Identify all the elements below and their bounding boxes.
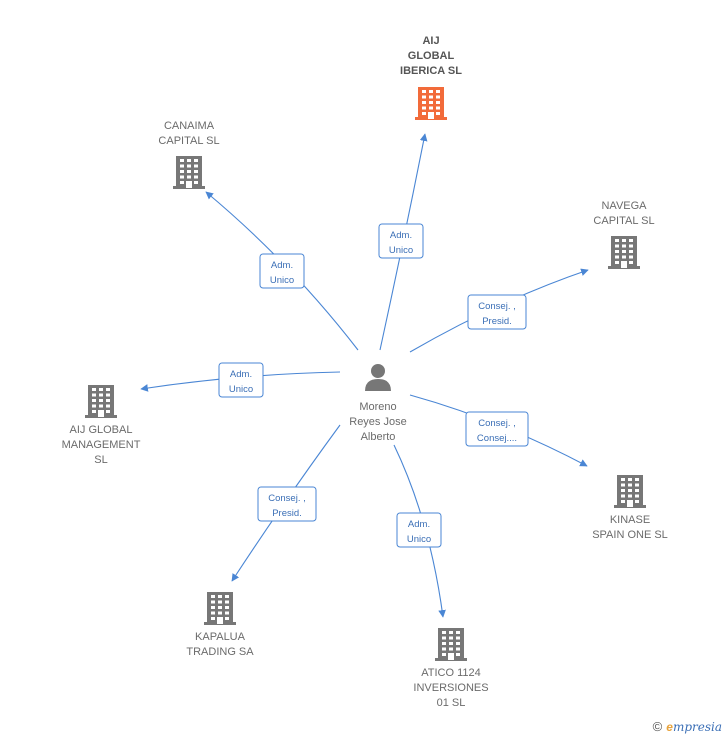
brand-name: mpresia <box>672 720 722 734</box>
relation-label-line: Adm. <box>408 519 430 530</box>
building-icon <box>608 236 640 269</box>
relation-label-line: Unico <box>270 275 294 286</box>
relation-label-line: Unico <box>407 534 431 545</box>
relation-label-kinase-spain-one[interactable]: Consej. , Consej.... <box>465 411 529 447</box>
relation-label-aij-global-iberica[interactable]: Adm. Unico <box>378 223 424 259</box>
relation-label-atico-1124[interactable]: Adm. Unico <box>396 512 442 548</box>
relation-label-canaima-capital[interactable]: Adm. Unico <box>259 253 305 289</box>
company-name-line: CANAIMA <box>164 120 215 132</box>
brand-logo-letter: e <box>666 720 673 734</box>
company-name-line: KAPALUA <box>195 631 246 643</box>
relation-label-line: Adm. <box>230 369 252 380</box>
company-name-line: 01 SL <box>437 697 466 709</box>
relation-label-kapalua-trading[interactable]: Consej. , Presid. <box>257 486 317 522</box>
building-icon <box>614 475 646 508</box>
building-icon <box>173 156 205 189</box>
relation-label-line: Consej. , <box>268 493 306 504</box>
company-name-line: ATICO 1124 <box>421 667 481 679</box>
building-icon <box>415 87 447 120</box>
company-node-aij-global-iberica[interactable]: AIJ GLOBAL IBERICA SL <box>400 35 462 120</box>
relation-label-line: Consej.... <box>477 433 517 444</box>
relation-label-line: Unico <box>389 245 413 256</box>
company-node-navega-capital[interactable]: NAVEGA CAPITAL SL <box>593 200 655 269</box>
edges-layer <box>140 133 589 618</box>
relation-label-line: Consej. , <box>478 301 516 312</box>
company-name-line: AIJ <box>422 35 439 47</box>
company-name-line: NAVEGA <box>601 200 647 212</box>
company-node-aij-global-management[interactable]: AIJ GLOBAL MANAGEMENT SL <box>62 385 141 466</box>
building-icon <box>204 592 236 625</box>
company-name-line: TRADING SA <box>186 646 254 658</box>
relation-label-line: Adm. <box>271 260 293 271</box>
company-name-line: KINASE <box>610 514 650 526</box>
relation-label-line: Presid. <box>482 316 512 327</box>
person-name-line: Reyes Jose <box>349 416 406 428</box>
company-name-line: AIJ GLOBAL <box>70 424 133 436</box>
relation-label-aij-global-management[interactable]: Adm. Unico <box>218 362 264 398</box>
person-name-line: Alberto <box>361 431 396 443</box>
company-node-kinase-spain-one[interactable]: KINASE SPAIN ONE SL <box>592 475 668 541</box>
company-name-line: SL <box>94 454 107 466</box>
relation-label-line: Unico <box>229 384 253 395</box>
relation-label-line: Presid. <box>272 508 302 519</box>
relation-label-line: Adm. <box>390 230 412 241</box>
person-name-line: Moreno <box>359 401 396 413</box>
company-name-line: IBERICA SL <box>400 65 462 77</box>
relation-label-navega-capital[interactable]: Consej. , Presid. <box>467 294 527 330</box>
building-icon <box>435 628 467 661</box>
company-node-canaima-capital[interactable]: CANAIMA CAPITAL SL <box>158 120 220 189</box>
footer-brand: ©empresia <box>653 719 722 734</box>
building-icon <box>85 385 117 418</box>
company-name-line: INVERSIONES <box>413 682 488 694</box>
company-node-kapalua-trading[interactable]: KAPALUA TRADING SA <box>186 592 254 658</box>
company-name-line: CAPITAL SL <box>593 215 654 227</box>
relation-label-line: Consej. , <box>478 418 516 429</box>
company-name-line: MANAGEMENT <box>62 439 141 451</box>
company-name-line: CAPITAL SL <box>158 135 219 147</box>
person-icon <box>365 364 391 391</box>
company-name-line: GLOBAL <box>408 50 455 62</box>
copyright-symbol: © <box>652 719 663 734</box>
company-name-line: SPAIN ONE SL <box>592 529 668 541</box>
